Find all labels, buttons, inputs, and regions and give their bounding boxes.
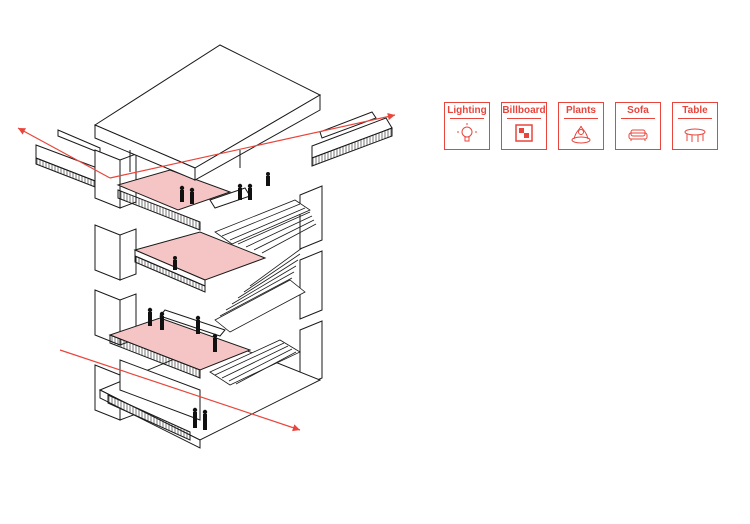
circulation-arrows <box>17 113 396 432</box>
roof-slab <box>93 44 322 181</box>
staircase-middle <box>214 247 306 333</box>
billboard-icon <box>515 124 533 142</box>
legend-divider <box>450 118 484 119</box>
staircase-upper <box>214 199 317 254</box>
legend-divider <box>507 118 541 119</box>
sofa-icon <box>628 129 648 141</box>
level-1-slab <box>108 309 252 379</box>
legend-item-lighting: Lighting <box>444 102 490 150</box>
level-2-slab <box>133 231 267 293</box>
people-silhouettes <box>147 172 270 430</box>
legend-divider <box>564 118 598 119</box>
legend-item-billboard: Billboard <box>501 102 547 150</box>
legend-label: Plants <box>565 105 596 116</box>
legend-label: Sofa <box>627 105 649 116</box>
legend-divider <box>678 118 712 119</box>
legend-item-plants: Plants <box>558 102 604 150</box>
legend-label: Table <box>682 105 708 116</box>
legend-divider <box>621 118 655 119</box>
legend-item-sofa: Sofa <box>615 102 661 150</box>
right-walkway <box>311 111 393 167</box>
lightbulb-icon <box>457 123 477 142</box>
plants-icon <box>571 125 591 144</box>
legend: Lighting Billboard Plants Sofa <box>444 102 718 150</box>
tower-right-walls <box>299 185 323 388</box>
level-3-slab <box>116 169 251 231</box>
legend-label: Lighting <box>447 105 487 116</box>
table-icon <box>684 128 706 142</box>
staircase-lower <box>209 339 301 386</box>
legend-item-table: Table <box>672 102 718 150</box>
legend-label: Billboard <box>502 105 546 116</box>
